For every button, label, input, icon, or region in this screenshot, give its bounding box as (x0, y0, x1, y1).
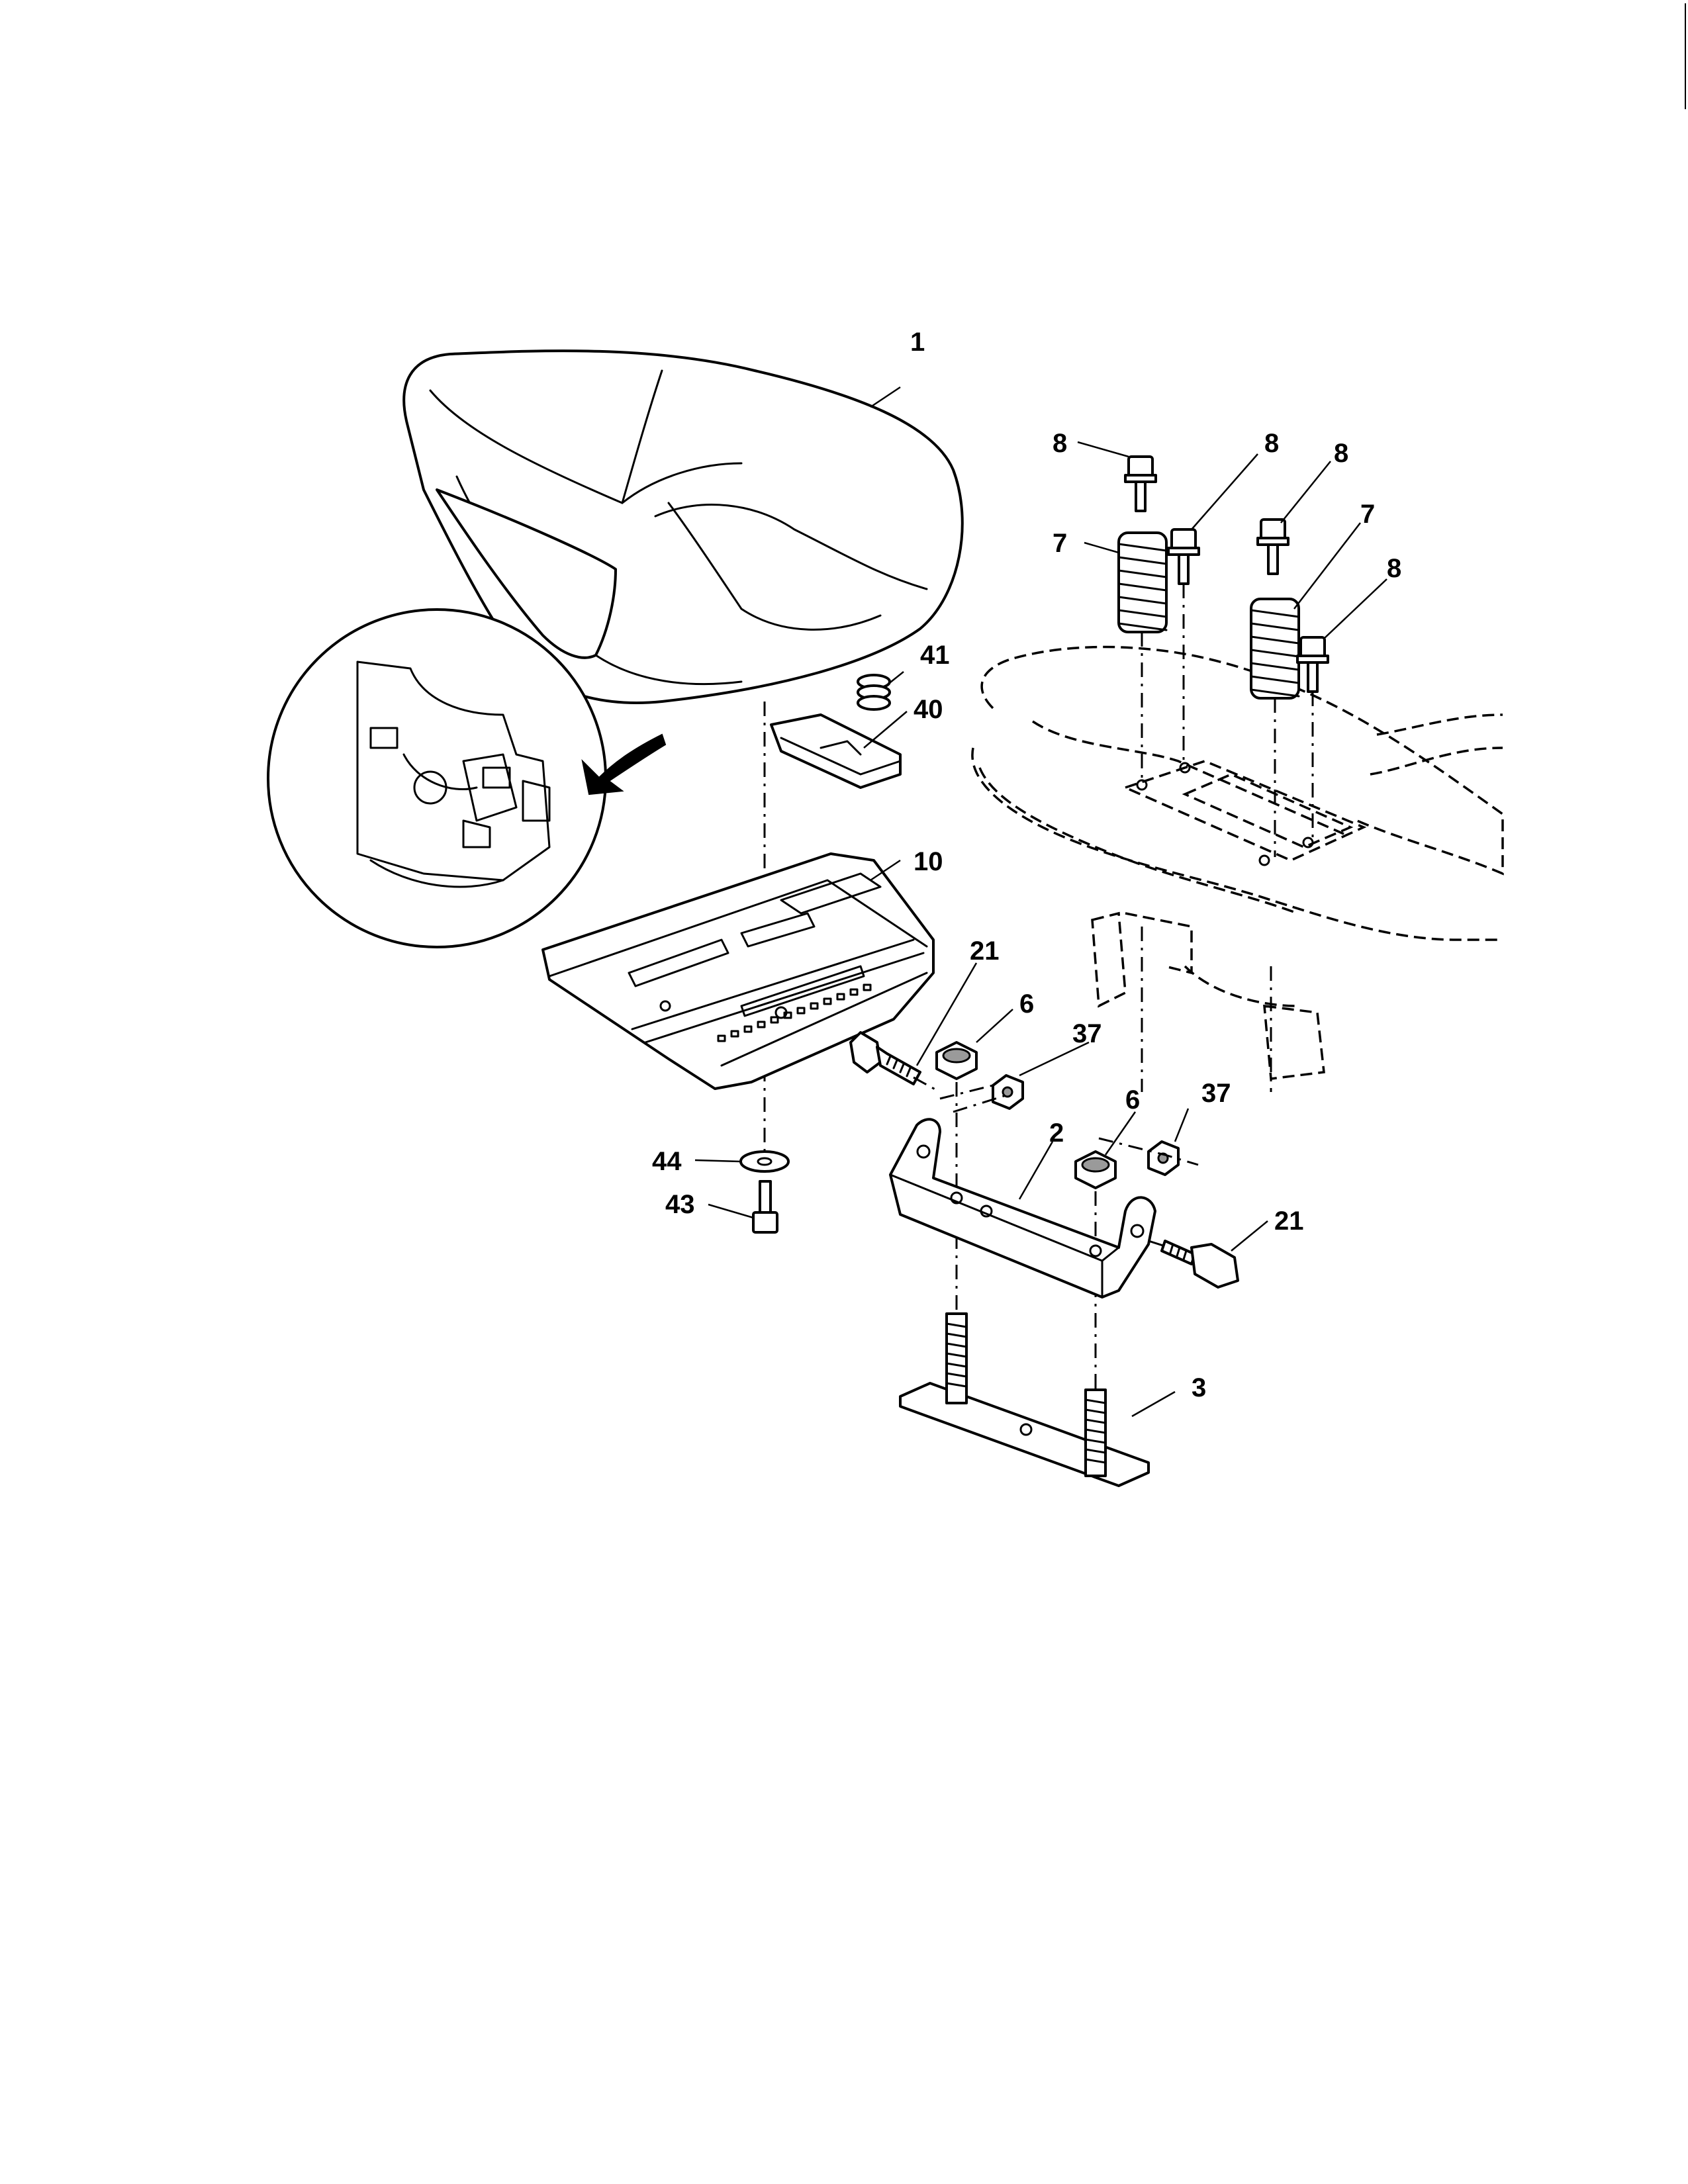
callout-7-a: 7 (1053, 529, 1067, 558)
nut-37-left (992, 1074, 1024, 1110)
bracket-2 (889, 1118, 1156, 1298)
plate-3 (899, 1312, 1150, 1487)
spring-right (1250, 598, 1300, 700)
callout-labels: 1 8 8 8 7 7 8 41 40 10 21 6 37 6 37 2 21… (652, 328, 1401, 1402)
callout-2: 2 (1049, 1118, 1064, 1148)
callout-21-a: 21 (970, 936, 1000, 966)
bolt-8-b (1167, 528, 1200, 585)
callout-41: 41 (920, 641, 950, 670)
callout-6-a: 6 (1019, 989, 1034, 1019)
bracket-40 (770, 713, 902, 789)
callout-37-b: 37 (1201, 1079, 1231, 1108)
callout-37-a: 37 (1072, 1019, 1102, 1048)
nut-37-right (1147, 1140, 1180, 1176)
callout-21-b: 21 (1274, 1206, 1304, 1236)
slot-row (717, 983, 872, 1042)
callout-8-a: 8 (1053, 429, 1067, 458)
seat-part (402, 349, 964, 704)
nut-6-left (935, 1041, 978, 1080)
seat-pan-10 (541, 852, 935, 1090)
bolt-8-d (1296, 636, 1329, 693)
bolt-21-right (1148, 1240, 1239, 1289)
leader-lines (694, 386, 1387, 1418)
washer-44 (739, 1150, 790, 1173)
callout-8-d: 8 (1387, 554, 1401, 583)
bolt-21-left (849, 1031, 921, 1085)
callout-7-b: 7 (1360, 500, 1375, 529)
callout-40: 40 (914, 695, 943, 724)
spring-left (1117, 531, 1168, 633)
alignment-lines-upper (1141, 584, 1314, 1092)
callout-3: 3 (1192, 1373, 1206, 1402)
callout-8-b: 8 (1264, 429, 1279, 458)
callout-6-b: 6 (1125, 1085, 1140, 1115)
callout-10: 10 (914, 847, 943, 876)
nut-6-right (1074, 1150, 1117, 1189)
callout-43: 43 (665, 1190, 695, 1219)
tractor-frame-outline (971, 645, 1504, 1080)
bolt-8-c (1256, 518, 1289, 575)
bolt-43 (752, 1180, 778, 1234)
spring-41 (857, 674, 891, 711)
callout-8-c: 8 (1334, 439, 1348, 468)
bolt-8-a (1124, 455, 1157, 512)
callout-44: 44 (652, 1147, 682, 1176)
callout-1: 1 (910, 328, 925, 357)
detail-inset (267, 608, 667, 948)
